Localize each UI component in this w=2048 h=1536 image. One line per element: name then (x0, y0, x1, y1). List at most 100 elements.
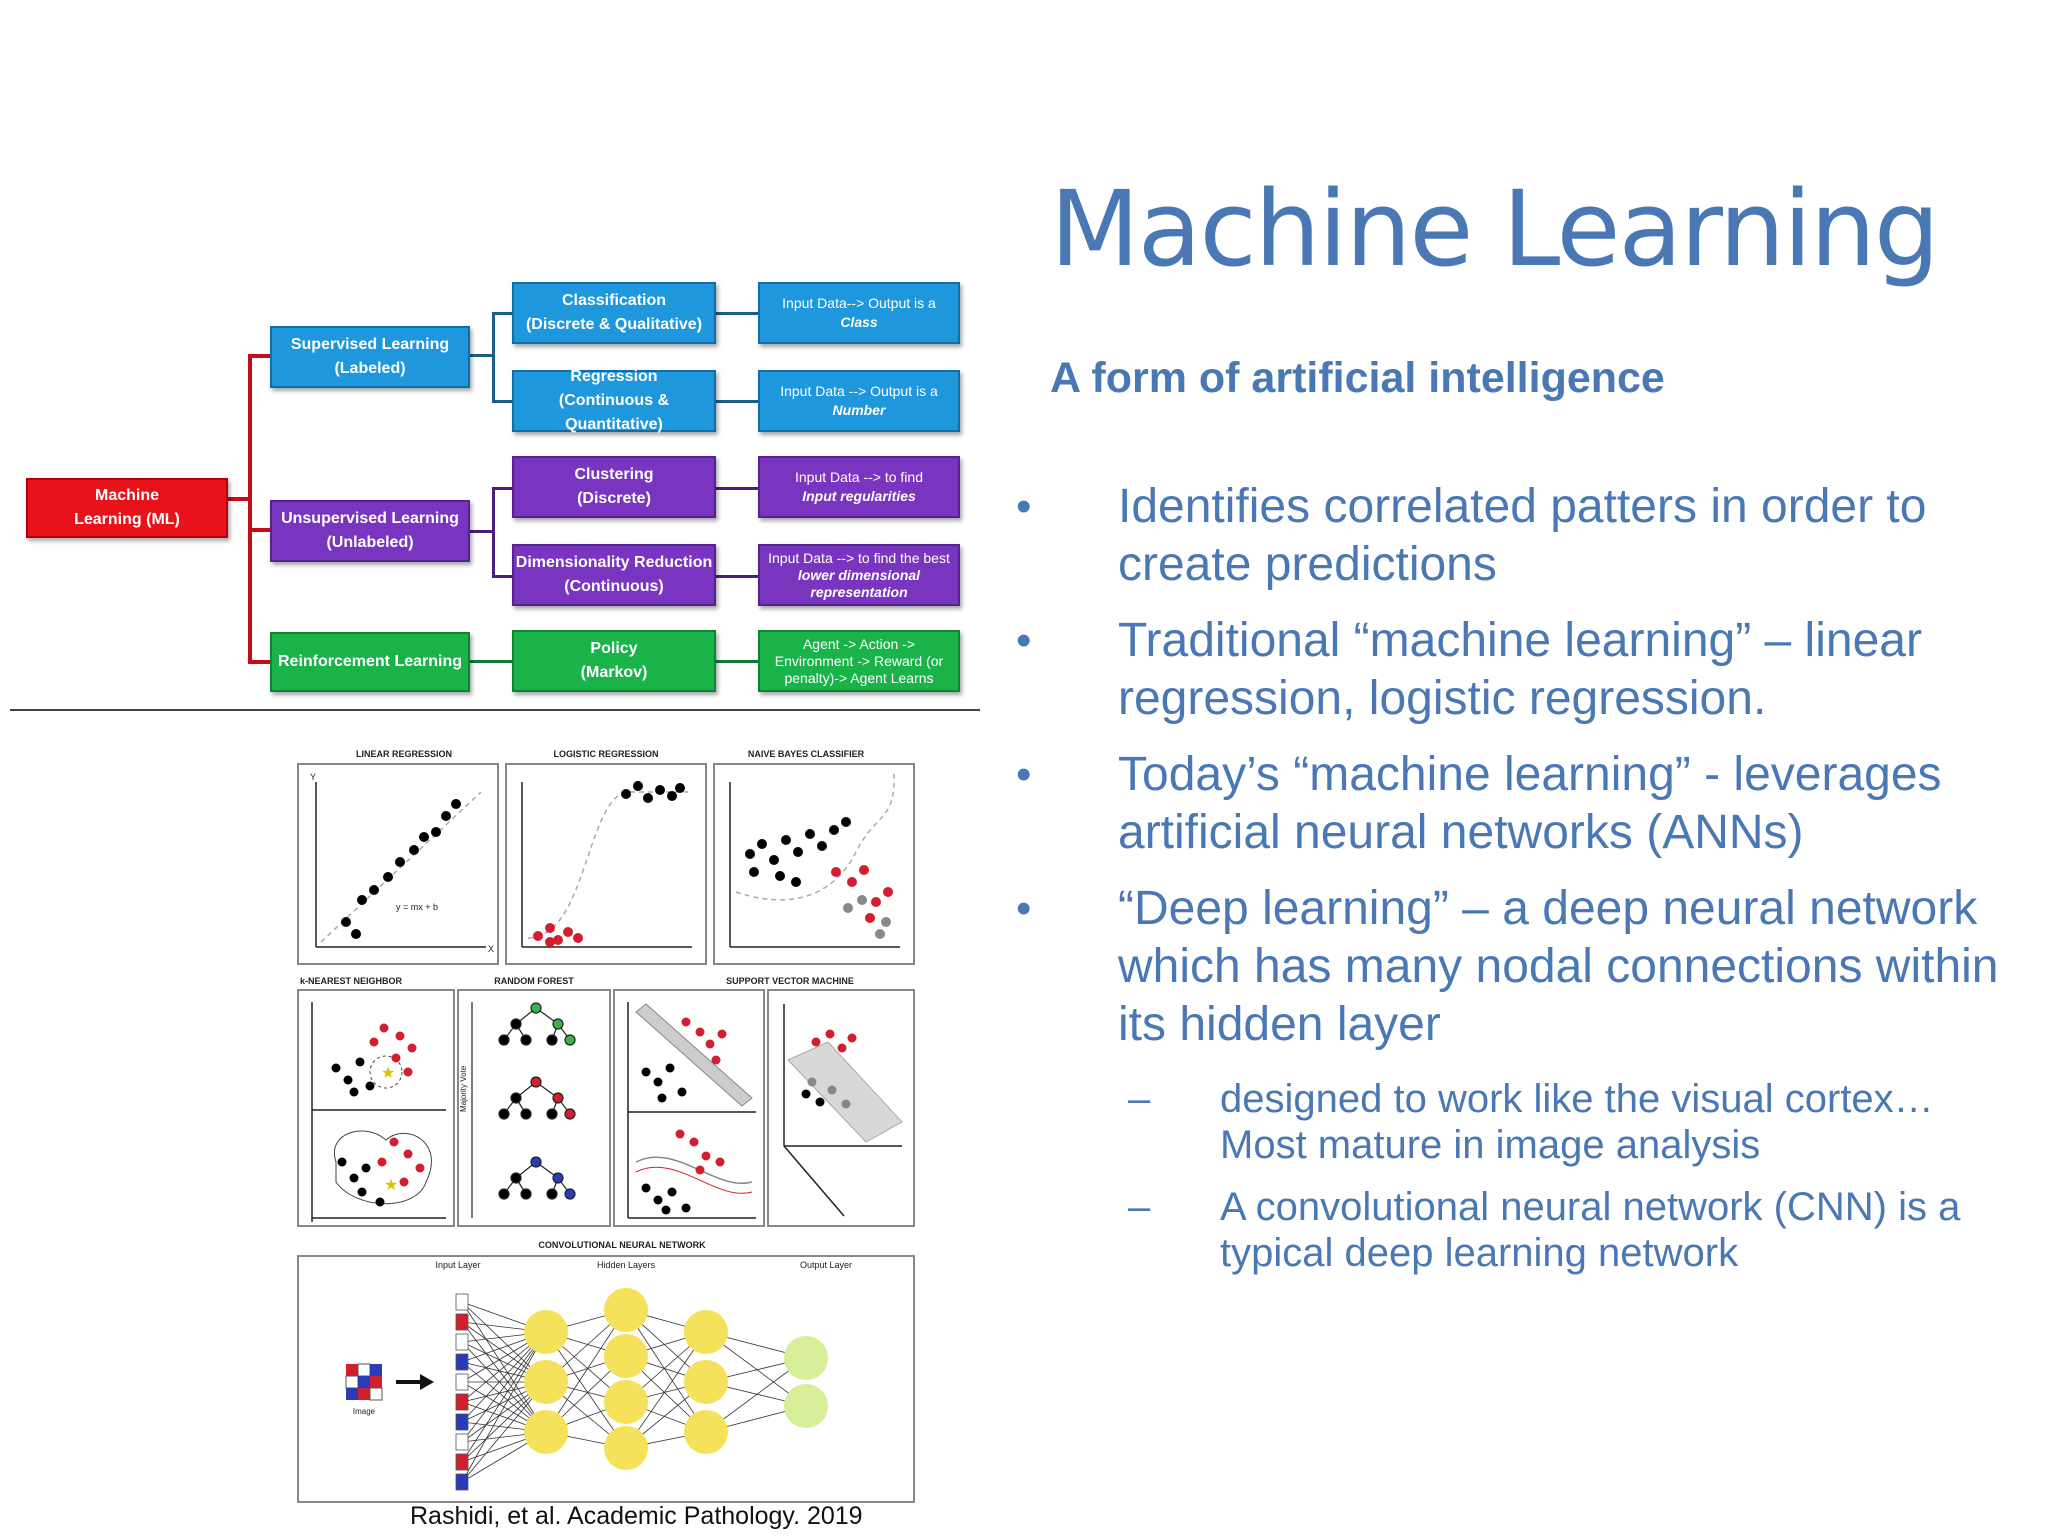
node-label: (Labeled) (334, 360, 406, 377)
input-node (455, 1353, 469, 1371)
hidden-node (684, 1310, 728, 1354)
input-node (455, 1393, 469, 1411)
sub-bullet-item: – A convolutional neural network (CNN) i… (1010, 1184, 2030, 1276)
network-edge (461, 1331, 547, 1463)
bullet-item: • “Deep learning” – a deep neural networ… (1010, 880, 2030, 1054)
hidden-node (524, 1360, 568, 1404)
label-hidden-layers: Hidden Layers (597, 1260, 656, 1270)
label-naive-bayes: NAIVE BAYES CLASSIFIER (748, 749, 865, 759)
connector (228, 497, 250, 501)
cnn-network (455, 1288, 828, 1491)
input-node (455, 1373, 469, 1391)
bullet-text: “Deep learning” – a deep neural network … (1118, 882, 1999, 1051)
node-label: (Continuous) (564, 578, 664, 595)
bullet-list: • Identifies correlated patters in order… (1010, 478, 2030, 1292)
label-knn: k-NEAREST NEIGHBOR (300, 976, 403, 986)
node-label: Input Data --> to find the best (768, 549, 950, 566)
node-label: Input Data --> Output is a (780, 383, 938, 399)
connector (492, 575, 512, 578)
label-cnn: CONVOLUTIONAL NEURAL NETWORK (538, 1240, 706, 1250)
node-label: (Discrete) (577, 490, 651, 507)
node-label: Agent -> Action -> (802, 635, 916, 652)
sub-bullet-text: A convolutional neural network (CNN) is … (1220, 1185, 1961, 1275)
network-edge (625, 1331, 707, 1449)
network-edge (545, 1309, 627, 1433)
bullet-text: Traditional “machine learning” – linear … (1118, 614, 1922, 725)
random-forest-plot: Majority Vote (459, 1002, 576, 1218)
sub-bullet-item: – designed to work like the visual corte… (1010, 1076, 2030, 1168)
node-label: Environment -> Reward (or (774, 652, 944, 669)
node-dimensionality-reduction: Dimensionality Reduction (Continuous) (512, 544, 716, 606)
divider-line (10, 709, 980, 711)
linear-equation: y = mx + b (396, 902, 438, 912)
connector (716, 660, 758, 663)
output-node (784, 1336, 828, 1380)
node-policy: Policy (Markov) (512, 630, 716, 692)
panel-cnn (297, 1255, 915, 1503)
node-label: Unsupervised Learning (281, 510, 459, 527)
hidden-node (604, 1334, 648, 1378)
node-regression: Regression (Continuous & Quantitative) (512, 368, 716, 433)
node-label: Classification (561, 292, 667, 309)
node-label: representation (810, 583, 908, 600)
network-edge (625, 1309, 707, 1433)
connector (470, 530, 494, 533)
node-label: Class (840, 314, 878, 330)
bullet-marker: • (1016, 616, 1032, 665)
label-image: Image (353, 1407, 376, 1416)
axis-x-label: X (488, 944, 494, 954)
node-label: Number (832, 402, 886, 418)
linear-regression-plot: y = mx + b Y X (310, 772, 494, 954)
hidden-node (604, 1288, 648, 1332)
query-star-icon: ★ (381, 1065, 395, 1082)
connector (248, 660, 270, 664)
label-linear-regression: LINEAR REGRESSION (356, 749, 452, 759)
node-label: Supervised Learning (290, 336, 450, 353)
bullet-item: • Identifies correlated patters in order… (1010, 478, 2030, 594)
connector (716, 575, 758, 578)
bullet-marker: • (1016, 482, 1032, 531)
panel-svm-2 (767, 989, 915, 1227)
connector (248, 354, 270, 358)
node-label: (Markov) (580, 664, 648, 681)
hidden-node (524, 1310, 568, 1354)
label-logistic-regression: LOGISTIC REGRESSION (553, 749, 658, 759)
input-node (455, 1473, 469, 1491)
naive-bayes-plot (729, 771, 900, 948)
node-output-lower-dimensional: Input Data --> to find the best lower di… (758, 544, 960, 606)
connector (716, 400, 758, 403)
connector (716, 312, 758, 315)
label-random-forest: RANDOM FOREST (494, 976, 574, 986)
label-output-layer: Output Layer (800, 1260, 852, 1270)
node-label: Input Data--> Output is a (782, 295, 936, 311)
node-label: Regression (570, 368, 658, 385)
svm-plot-1 (627, 1002, 756, 1219)
panel-knn (297, 989, 455, 1227)
network-edge (461, 1331, 547, 1483)
node-label: (Continuous & Quantitative) (558, 392, 670, 433)
axis-y-label: Y (310, 772, 316, 782)
input-node (455, 1453, 469, 1471)
page-title: Machine Learning (1050, 168, 1940, 290)
sub-bullet-marker: – (1128, 1185, 1151, 1229)
bullet-marker: • (1016, 750, 1032, 799)
bullet-item: • Today’s “machine learning” - leverages… (1010, 746, 2030, 862)
input-node (455, 1433, 469, 1451)
label-input-layer: Input Layer (435, 1260, 480, 1270)
logistic-regression-plot (521, 781, 692, 948)
node-output-regularities: Input Data --> to find Input regularitie… (758, 456, 960, 518)
node-label: Policy (590, 640, 638, 657)
node-label: Input regularities (802, 488, 916, 504)
connector (248, 354, 252, 664)
node-label: (Discrete & Qualitative) (525, 316, 703, 333)
ml-algorithms-figure: LINEAR REGRESSION LOGISTIC REGRESSION NA… (296, 742, 916, 1504)
bullet-marker: • (1016, 884, 1032, 933)
node-label: (Unlabeled) (326, 534, 414, 551)
connector (492, 312, 512, 315)
hidden-node (604, 1426, 648, 1470)
bullet-text: Today’s “machine learning” - leverages a… (1118, 748, 1942, 859)
majority-vote-label: Majority Vote (459, 1065, 468, 1112)
panel-naive (713, 763, 915, 965)
node-machine-learning: Machine Learning (ML) (26, 478, 228, 538)
hidden-node (604, 1380, 648, 1424)
